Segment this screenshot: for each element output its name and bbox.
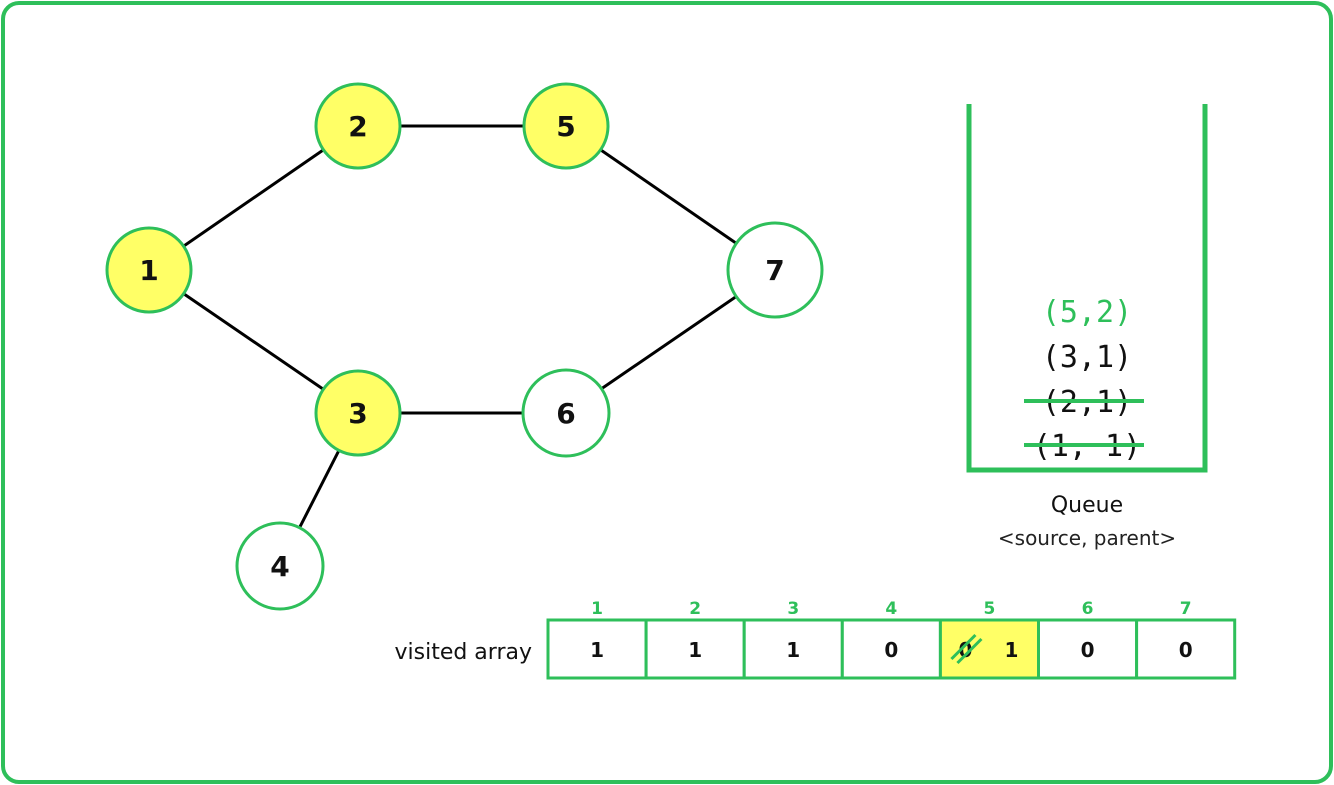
array-index-label: 4 [885, 599, 897, 619]
node-label: 3 [348, 397, 367, 430]
array-value: 1 [590, 638, 604, 662]
node-label: 2 [348, 110, 367, 143]
cross-out-mark-2 [956, 637, 983, 665]
cross-out-mark-1 [950, 633, 977, 661]
node-label: 7 [765, 254, 784, 287]
queue-items: (5,2) (3,1) (2,1) (1, 1) [1024, 295, 1144, 464]
array-cell-4: 40 [840, 599, 942, 680]
array-value: 1 [688, 638, 702, 662]
queue-item: (5,2) [1042, 295, 1132, 330]
array-cell-7: 70 [1135, 599, 1237, 680]
array-cell-box [938, 618, 1041, 680]
queue-item-text: (5,2) [1042, 295, 1132, 330]
queue-container [966, 104, 1208, 473]
node-label: 1 [139, 254, 158, 287]
array-cell-box [1135, 618, 1237, 680]
array-cell-box [1037, 618, 1139, 680]
array-cell-3: 31 [742, 599, 844, 680]
queue-title: Queue [1051, 493, 1123, 518]
array-old-value: 0 [958, 638, 972, 662]
node-label: 5 [556, 110, 575, 143]
queue-item: (2,1) [1024, 385, 1144, 420]
node-label: 4 [270, 550, 289, 583]
array-value: 1 [786, 638, 800, 662]
array-cell-box [840, 618, 942, 680]
graph-nodes: 1 2 3 4 5 6 7 [105, 82, 824, 611]
array-cell-box [644, 618, 746, 680]
queue-item: (3,1) [1042, 340, 1132, 375]
node-6: 6 [521, 368, 611, 458]
node-5: 5 [522, 82, 610, 170]
node-1: 1 [105, 226, 193, 314]
array-index-label: 2 [689, 599, 701, 619]
node-label: 6 [556, 397, 575, 430]
node-7: 7 [726, 221, 824, 319]
array-index-label: 5 [984, 599, 996, 619]
node-3: 3 [314, 369, 402, 457]
array-value: 0 [1081, 638, 1095, 662]
node-circle [522, 82, 610, 170]
node-circle [314, 369, 402, 457]
queue-item-text: (3,1) [1042, 340, 1132, 375]
array-index-label: 1 [591, 599, 603, 619]
node-2: 2 [314, 82, 402, 170]
node-circle [521, 368, 611, 458]
queue-item: (1, 1) [1024, 429, 1144, 464]
array-cell-2: 21 [644, 599, 746, 680]
array-cell-box [742, 618, 844, 680]
queue-subtitle: <source, parent> [998, 526, 1176, 550]
array-index-label: 7 [1180, 599, 1192, 619]
array-index-label: 6 [1082, 599, 1094, 619]
node-circle [726, 221, 824, 319]
visited-array-label: visited array [394, 640, 532, 665]
node-circle [235, 521, 325, 611]
queue: (5,2) (3,1) (2,1) (1, 1) Queue <source, par… [966, 104, 1208, 550]
array-cell-6: 60 [1037, 599, 1139, 680]
array-cell-5: 51 0 [938, 599, 1041, 680]
array-index-label: 3 [787, 599, 799, 619]
node-circle [105, 226, 193, 314]
array-value: 1 [1004, 638, 1018, 662]
node-circle [314, 82, 402, 170]
array-value: 0 [884, 638, 898, 662]
node-4: 4 [235, 521, 325, 611]
array-value: 0 [1179, 638, 1193, 662]
